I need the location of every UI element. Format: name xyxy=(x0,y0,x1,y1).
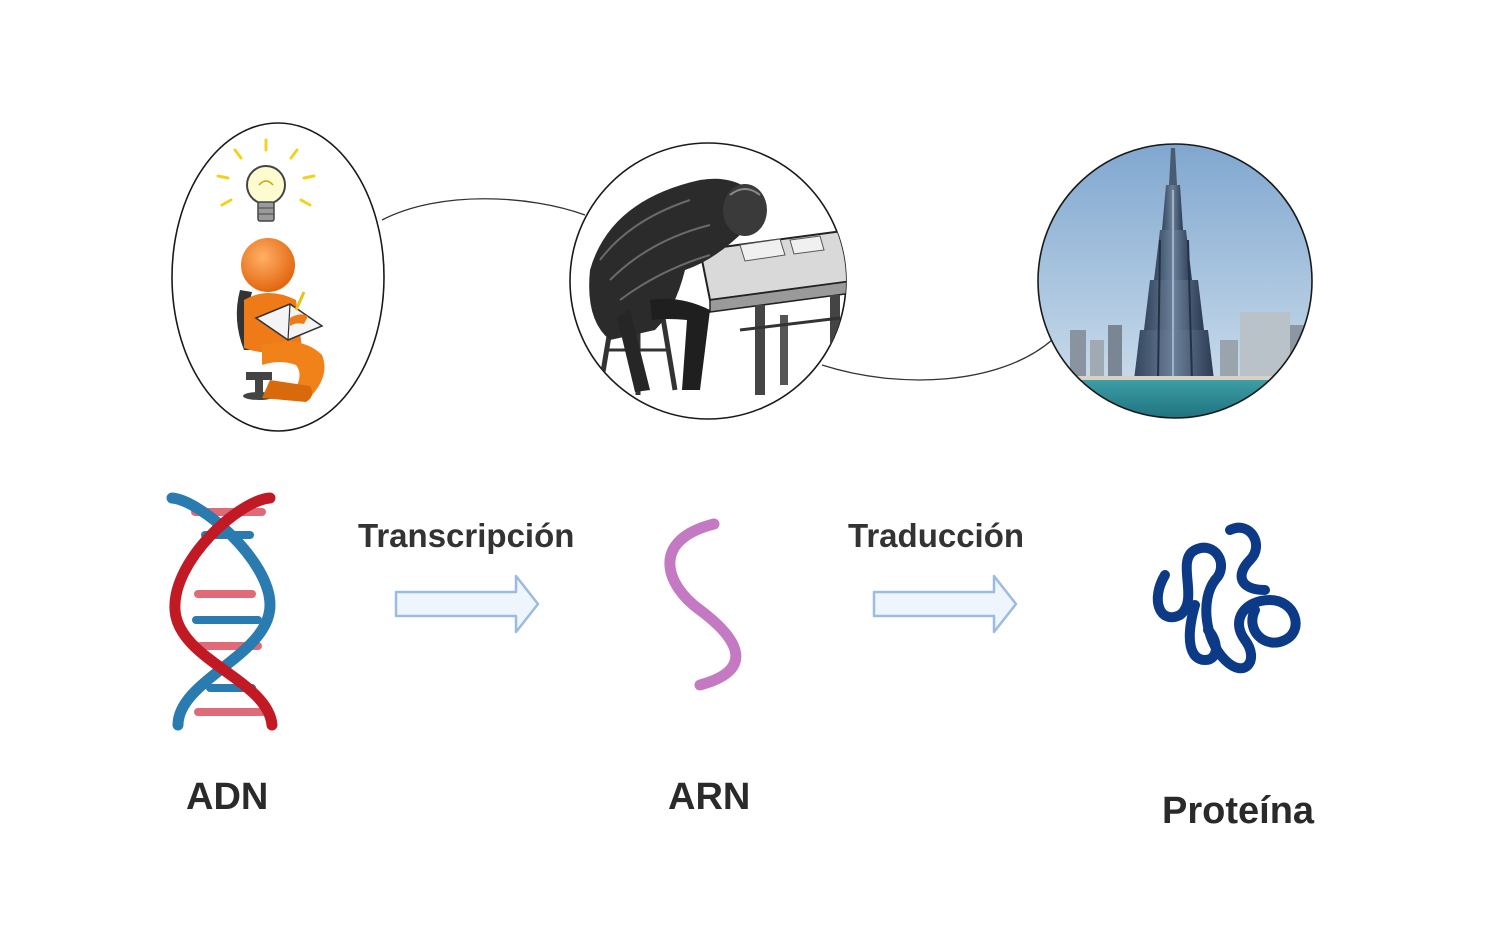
protein-fold-icon xyxy=(1152,522,1301,674)
connector-line-1 xyxy=(381,198,586,221)
transcription-arrow-icon xyxy=(394,574,540,634)
thinker-with-lightbulb-icon xyxy=(171,122,385,432)
transcription-label: Transcripción xyxy=(358,517,575,554)
rna-label: ARN xyxy=(668,776,751,818)
translation-arrow-icon xyxy=(872,574,1018,634)
translation-label: Traducción xyxy=(848,517,1025,554)
skyscraper-building-icon xyxy=(1037,143,1313,419)
architect-drawing-plans-icon xyxy=(569,142,847,420)
dna-label: ADN xyxy=(186,776,269,818)
connector-line-2 xyxy=(821,339,1053,381)
rna-strand-icon xyxy=(664,518,742,691)
dna-helix-icon xyxy=(166,492,278,731)
protein-label: Proteína xyxy=(1162,790,1315,832)
